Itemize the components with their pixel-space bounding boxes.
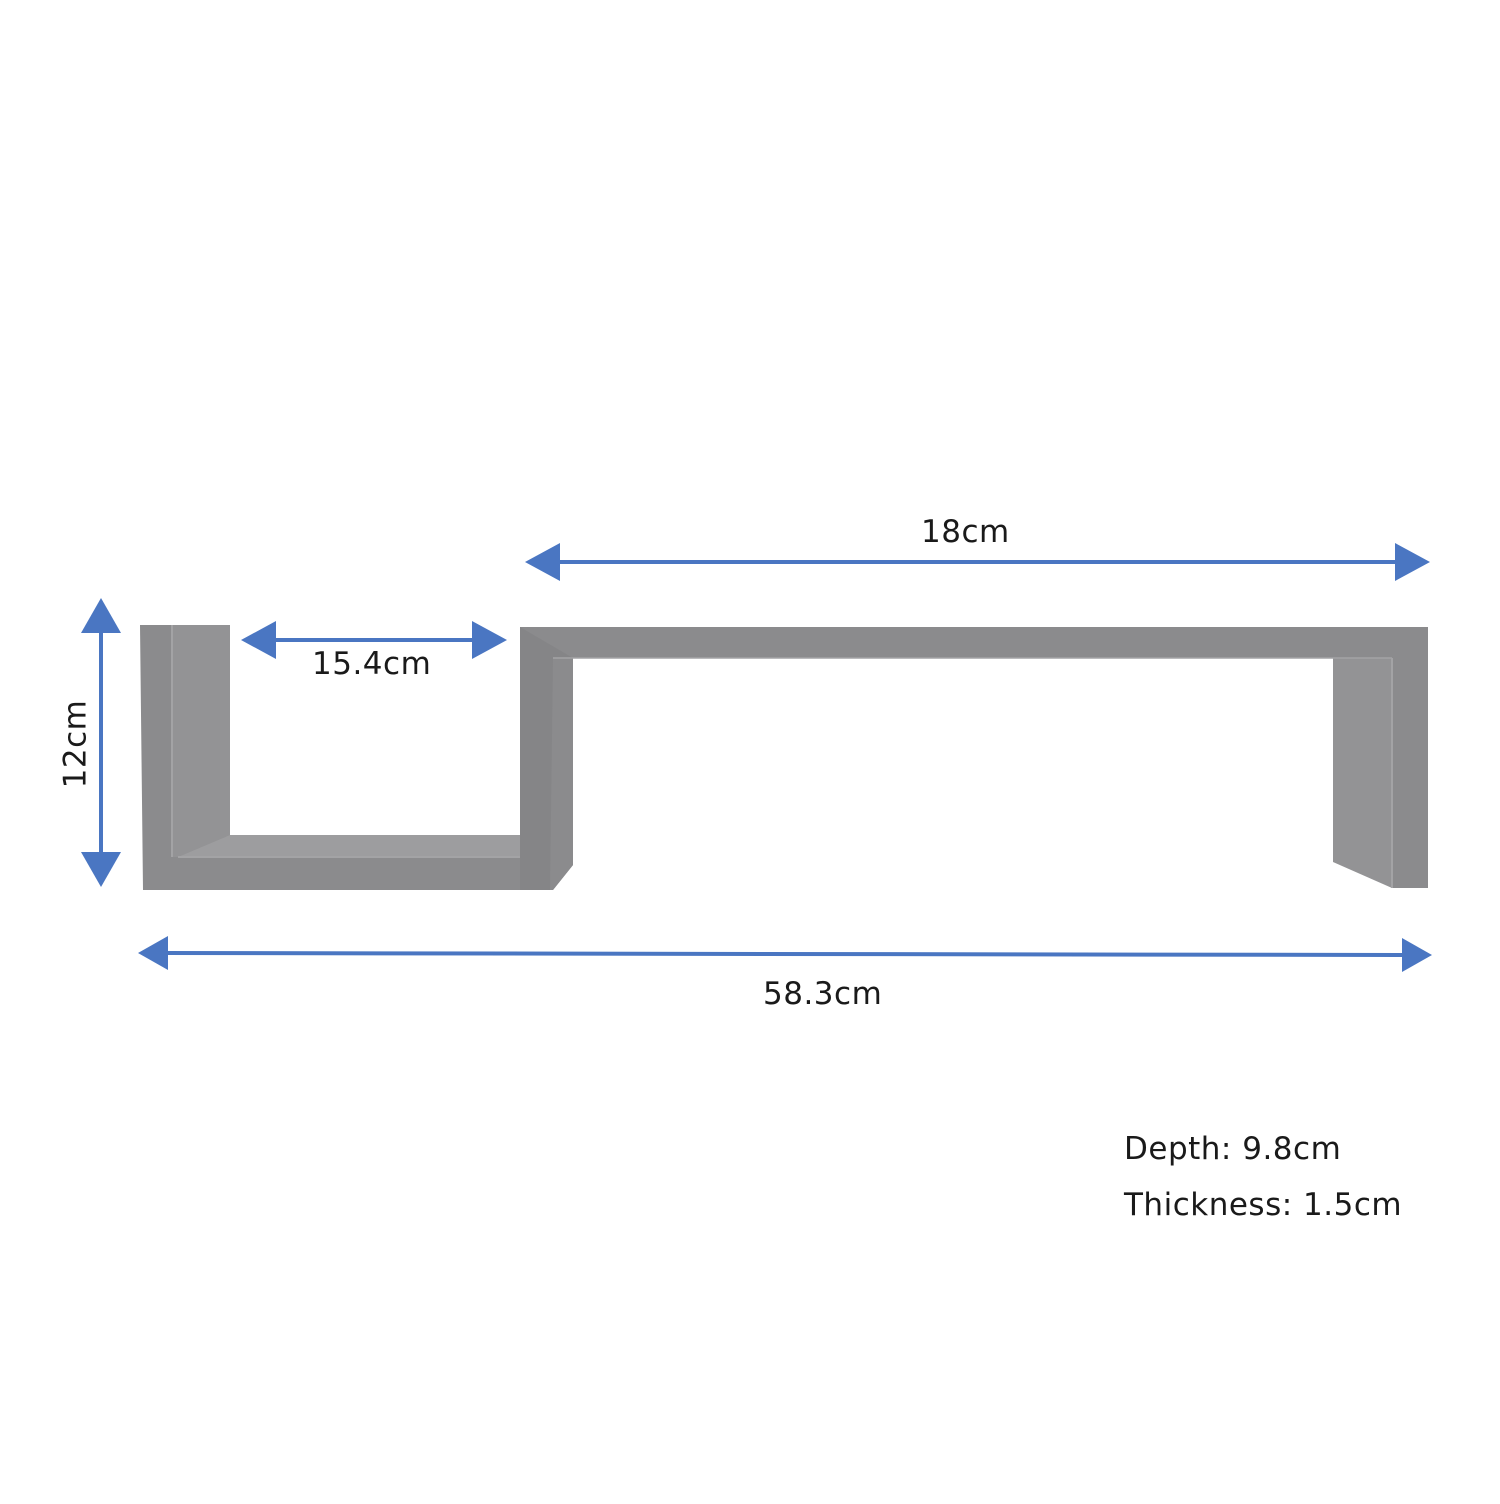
inner-width-label: 15.4cm [312, 646, 432, 682]
top-width-arrow [525, 543, 1430, 581]
thickness-spec: Thickness: 1.5cm [1124, 1187, 1403, 1223]
total-width-arrow [138, 936, 1432, 972]
total-width-label: 58.3cm [763, 976, 883, 1012]
long-shelf-right-inner-wall [1333, 658, 1392, 888]
depth-spec: Depth: 9.8cm [1124, 1131, 1342, 1167]
inner-width-arrow [241, 621, 507, 659]
long-shelf-left-bevel [520, 627, 573, 890]
left-u-shelf-inner-wall [172, 625, 230, 857]
left-u-shelf-inner-floor [178, 835, 520, 857]
height-arrow [81, 598, 121, 887]
long-top-shelf [520, 627, 1428, 890]
long-shelf-front [520, 627, 1428, 890]
top-width-label: 18cm [921, 514, 1010, 550]
height-label: 12cm [57, 699, 94, 789]
